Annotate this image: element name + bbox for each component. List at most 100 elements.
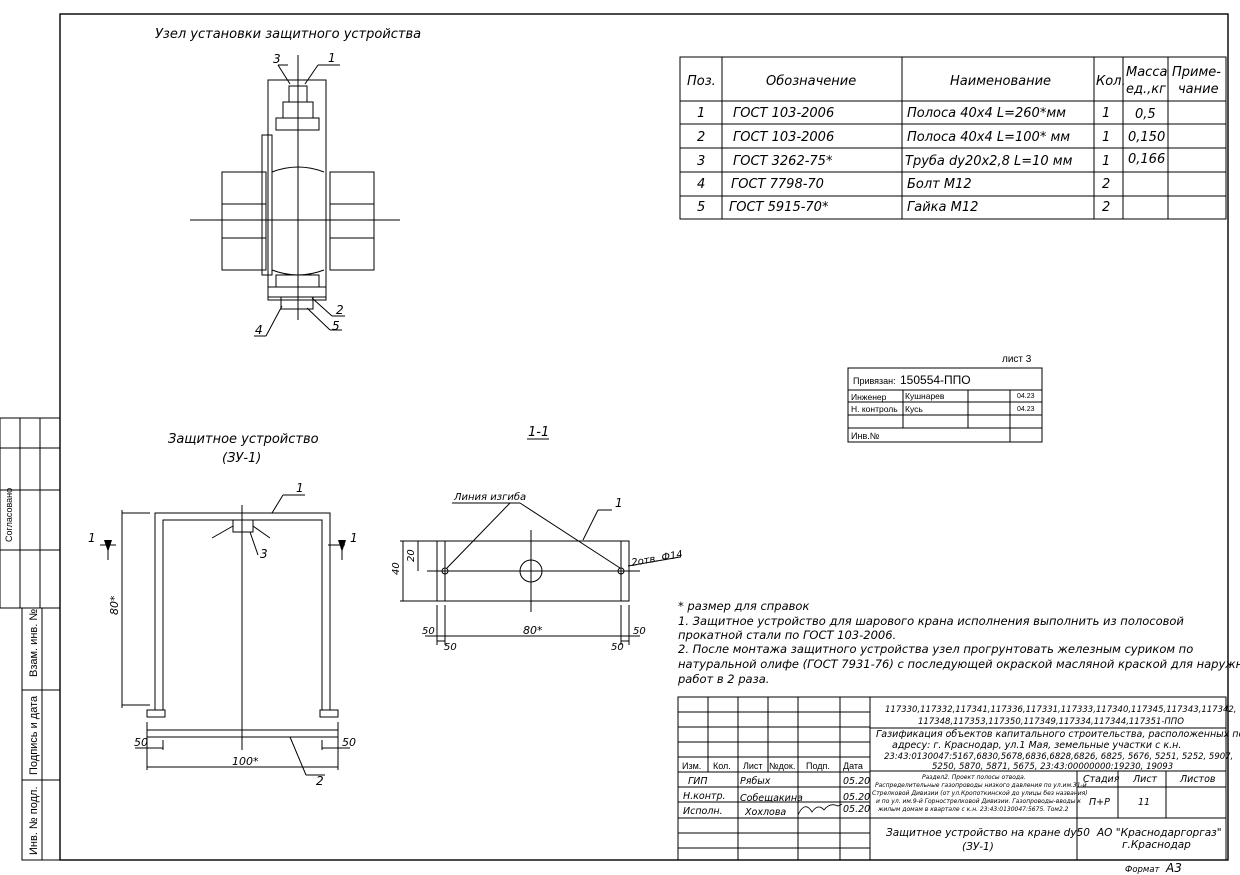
tb-role-nk: Н.контр. xyxy=(683,791,726,802)
tb-role-gip: ГИП xyxy=(688,776,708,787)
tb-role-isp: Исполн. xyxy=(683,806,723,817)
title-block-grid xyxy=(677,696,1227,861)
tb-sheet: 11 xyxy=(1138,797,1150,808)
dev-dim-left: 50 xyxy=(134,736,148,749)
asm-pos-1: 1 xyxy=(328,51,336,65)
spec-cell-mass: 0,5 xyxy=(1135,107,1156,122)
side-stamp xyxy=(0,417,61,861)
tb-col-list: Лист xyxy=(743,761,763,771)
spec-cell-mass: 0,150 xyxy=(1128,130,1165,145)
dev-dim-height: 80* xyxy=(108,595,121,615)
spec-h-qty: Кол. xyxy=(1096,74,1126,89)
tb-col-kol: Кол. xyxy=(713,761,731,771)
asm-pos-2: 2 xyxy=(336,303,344,317)
tb-section-2: Распределительные газопроводы низкого да… xyxy=(875,782,1087,789)
tb-sheets-head: Листов xyxy=(1179,774,1216,785)
tb-col-data: Дата xyxy=(843,761,863,771)
sec-dim-40: 40 xyxy=(391,562,402,575)
spec-row: 1 ГОСТ 103-2006 Полоса 40х4 L=260*мм 1 0… xyxy=(697,106,1156,122)
sec-dim-50b: 50 xyxy=(444,642,457,653)
tb-desc-1: Газификация объектов капитального строит… xyxy=(876,729,1240,740)
tb-section-5: жилым домам в квартале с к.н. 23:43:0130… xyxy=(877,806,1069,813)
tb-col-izm: Изм. xyxy=(682,761,701,771)
note-ref: * размер для справок xyxy=(678,599,809,613)
note-1b: прокатной стали по ГОСТ 103-2006. xyxy=(678,628,896,642)
sec-hole: 2отв. Ф14 xyxy=(631,549,684,569)
binding-name-2: Кусь xyxy=(905,404,923,414)
tb-date-gip: 05.20 xyxy=(843,776,870,787)
spec-cell-name: Болт М12 xyxy=(907,177,972,192)
sec-dim-50a: 50 xyxy=(422,626,435,637)
spec-h-mass-1: Масса xyxy=(1126,65,1167,80)
spec-h-mass-2: ед.,кг xyxy=(1126,82,1166,97)
spec-cell-name: Гайка М12 xyxy=(907,200,978,215)
sec-bend-line: Линия изгиба xyxy=(453,491,526,503)
spec-cell-qty: 1 xyxy=(1102,154,1110,169)
section-mark-right: 1 xyxy=(350,531,358,545)
binding-label: Привязан: xyxy=(853,376,896,386)
tb-org-1: АО "Краснодаргоргаз" xyxy=(1096,827,1222,839)
tb-format-label: Формат xyxy=(1125,865,1161,875)
tb-section-3: Стрелковой Дивизии (от ул.Кропоткинской … xyxy=(872,790,1088,797)
spec-h-note-2: чание xyxy=(1178,82,1219,97)
sec-dim-20: 20 xyxy=(406,549,417,562)
tb-code-1: 117330,117332,117341,117336,117331,11733… xyxy=(885,705,1237,715)
spec-cell-designation: ГОСТ 5915-70* xyxy=(729,200,829,215)
note-2c: работ в 2 раза. xyxy=(677,672,769,686)
binding-date-2: 04.23 xyxy=(1017,406,1035,413)
tb-col-podp: Подп. xyxy=(806,761,830,771)
tb-date-nk: 05.20 xyxy=(843,792,870,803)
binding-role-1: Инженер xyxy=(851,392,887,402)
device-drawing xyxy=(100,494,350,776)
dev-pos-2: 2 xyxy=(316,774,324,788)
dev-dim-right: 50 xyxy=(342,736,356,749)
side-inv-podl: Инв. № подл. xyxy=(28,786,40,855)
section-drawing xyxy=(400,502,681,645)
spec-cell-name: Полоса 40х4 L=260*мм xyxy=(907,106,1066,121)
spec-cell-designation: ГОСТ 103-2006 xyxy=(733,106,834,121)
binding-code: 150554-ППО xyxy=(900,373,971,387)
spec-cell-designation: ГОСТ 3262-75* xyxy=(733,154,833,169)
spec-cell-designation: ГОСТ 103-2006 xyxy=(733,130,834,145)
asm-pos-3: 3 xyxy=(273,52,281,66)
spec-cell-pos: 3 xyxy=(697,154,705,169)
spec-cell-qty: 1 xyxy=(1102,106,1110,121)
spec-row: 2 ГОСТ 103-2006 Полоса 40х4 L=100* мм 1 … xyxy=(697,130,1165,145)
tb-stage-head: Стадия xyxy=(1083,774,1120,785)
spec-row: 3 ГОСТ 3262-75* Труба dy20х2,8 L=10 мм 1… xyxy=(697,152,1165,169)
note-2b: натуральной олифе (ГОСТ 7931-76) с после… xyxy=(678,657,1240,671)
spec-cell-name: Труба dy20х2,8 L=10 мм xyxy=(905,154,1073,169)
tb-name-nk: Собещакина xyxy=(740,793,803,804)
tb-sheet-head: Лист xyxy=(1132,774,1158,785)
spec-h-note-1: Приме- xyxy=(1172,65,1221,80)
asm-pos-4: 4 xyxy=(255,323,263,337)
spec-cell-qty: 1 xyxy=(1102,130,1110,145)
binding-role-2: Н. контроль xyxy=(851,404,898,414)
binding-name-1: Кушнарев xyxy=(905,391,945,401)
dev-pos-1: 1 xyxy=(296,481,304,495)
binding-grid xyxy=(847,367,1043,443)
tb-code-2: 117348,117353,117350,117349,117334,11734… xyxy=(918,717,1184,727)
binding-inv: Инв.№ xyxy=(851,431,880,441)
tb-name-isp: Хохлова xyxy=(744,807,786,818)
spec-cell-pos: 2 xyxy=(697,130,705,145)
tb-org-2: г.Краснодар xyxy=(1122,839,1191,851)
section-heading: 1-1 xyxy=(528,425,549,440)
tb-date-isp: 05.20 xyxy=(843,804,870,815)
tb-desc-3: 23:43:0130047:5167,6830,5678,6836,6828,6… xyxy=(884,752,1233,762)
spec-cell-pos: 4 xyxy=(697,177,705,192)
tb-desc-2: адресу: г. Краснодар, ул.1 Мая, земельны… xyxy=(892,740,1181,751)
tb-stage: П+Р xyxy=(1089,797,1110,808)
sec-pos-1: 1 xyxy=(615,496,623,510)
dev-dim-width: 100* xyxy=(232,755,259,768)
spec-cell-qty: 2 xyxy=(1102,177,1110,192)
sec-dim-50c: 50 xyxy=(633,626,646,637)
tb-format: А3 xyxy=(1165,861,1182,875)
side-agreed: Согласовано xyxy=(4,488,14,542)
assembly-drawing xyxy=(190,55,400,337)
tb-section-4: и по ул. им.9-й Горнострелковой Дивизии.… xyxy=(876,798,1081,805)
dev-pos-3: 3 xyxy=(260,547,268,561)
spec-h-designation: Обозначение xyxy=(766,74,856,89)
spec-h-name: Наименование xyxy=(950,74,1051,89)
